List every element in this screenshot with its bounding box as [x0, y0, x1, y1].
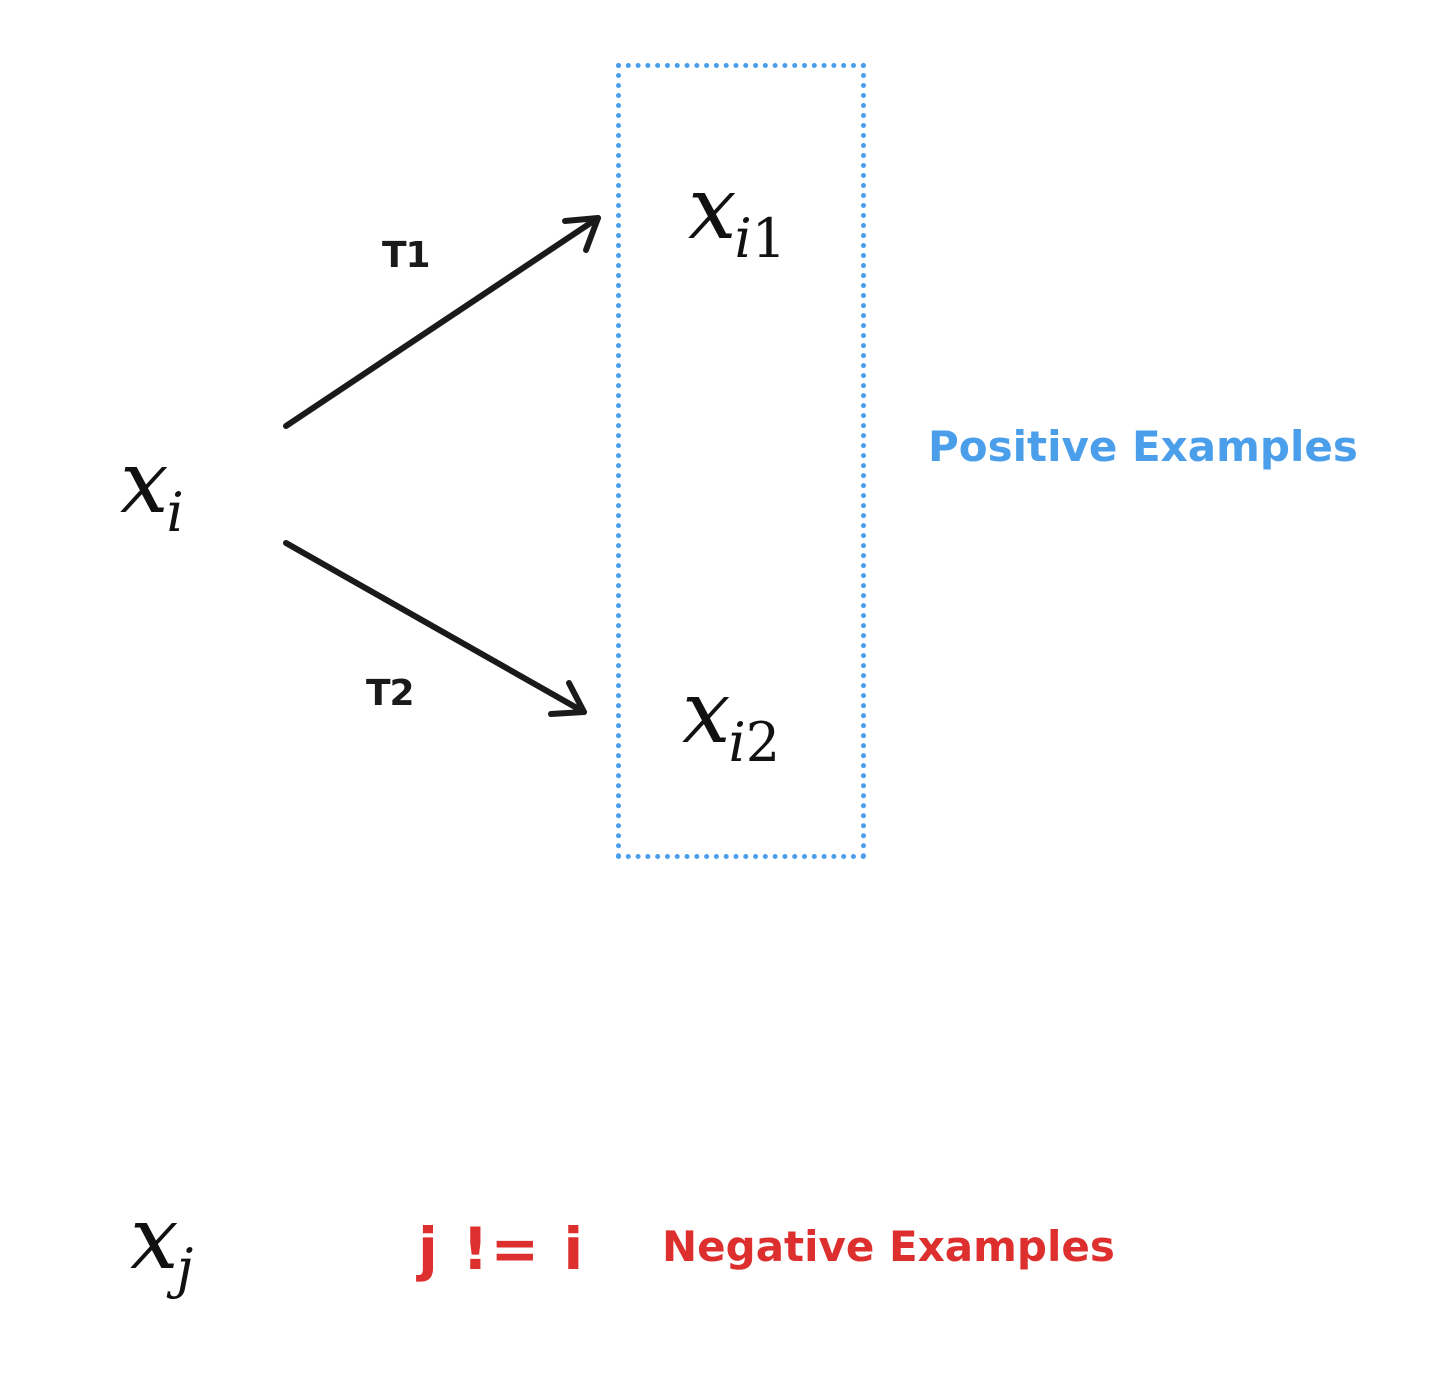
- node-x-i2-base: x: [682, 663, 731, 763]
- arrow-t1-head: [562, 215, 601, 253]
- node-x-i1: xi1: [688, 166, 786, 265]
- node-x-i1-digit: 1: [751, 206, 787, 270]
- positive-examples-box: [616, 63, 866, 859]
- node-x-i: xi: [120, 440, 184, 539]
- arrow-t2-shaft: [283, 540, 587, 715]
- node-x-j-sub: j: [176, 1236, 194, 1300]
- edge-label-t1: T1: [382, 235, 431, 276]
- node-x-i-base: x: [120, 433, 169, 533]
- node-x-i2: xi2: [682, 670, 780, 769]
- arrow-t2-head: [548, 680, 587, 717]
- arrow-t1-shaft: [283, 215, 601, 429]
- node-x-j: xj: [130, 1196, 193, 1295]
- node-x-j-base: x: [130, 1189, 179, 1289]
- node-x-i2-digit: 2: [745, 710, 781, 774]
- negative-examples-label: Negative Examples: [662, 1222, 1115, 1271]
- negative-condition-label: j != i: [418, 1215, 586, 1283]
- node-x-i-sub: i: [166, 480, 184, 544]
- node-x-i2-sub: i: [728, 710, 746, 774]
- node-x-i1-sub: i: [734, 206, 752, 270]
- positive-examples-label: Positive Examples: [928, 422, 1358, 471]
- edge-label-t2: T2: [366, 673, 415, 714]
- node-x-i1-base: x: [688, 159, 737, 259]
